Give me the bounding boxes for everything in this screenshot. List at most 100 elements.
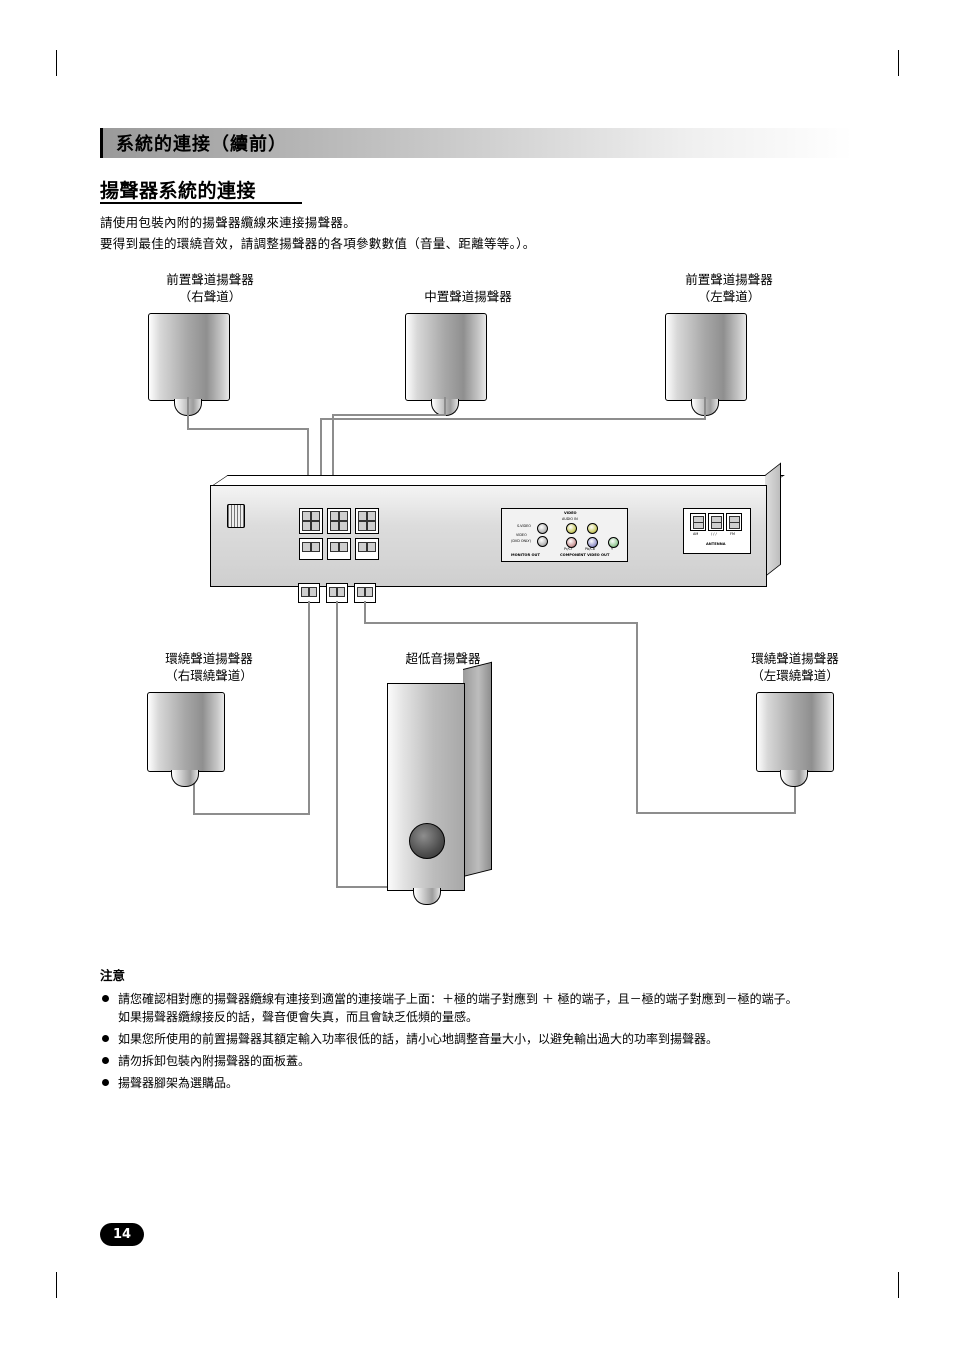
- note-item-1-text: 請您確認相對應的揚聲器纜線有連接到適當的連接端子上面：＋極的端子對應到 ＋ 極的…: [118, 992, 798, 1024]
- lower-terminal-stub-2: [326, 583, 348, 603]
- wire-center-drop: [332, 414, 334, 511]
- speaker-surround-left-body: [756, 692, 834, 772]
- wire-surround-left-down: [636, 622, 638, 814]
- wire-center-horizontal: [332, 414, 446, 416]
- crop-mark-bottom-left: [56, 1272, 57, 1298]
- note-item-4-text: 揚聲器腳架為選購品。: [118, 1076, 239, 1090]
- label-surround-right: 環繞聲道揚聲器 （右環繞聲道）: [134, 650, 284, 684]
- speaker-front-left-body: [665, 313, 747, 401]
- speaker-front-left: [665, 313, 747, 416]
- speaker-terminal-block-1: [299, 508, 323, 534]
- wire-front-right-vertical: [187, 397, 189, 429]
- terminal-slot: [329, 587, 337, 597]
- speaker-subwoofer: [387, 661, 497, 909]
- subwoofer-front-panel: [387, 683, 465, 891]
- subwoofer-foot: [413, 888, 441, 905]
- antenna-label: ANTENNA: [706, 542, 726, 546]
- antenna-fm-label: FM: [730, 532, 735, 536]
- antenna-am-label: AM: [693, 532, 699, 536]
- terminal-slot: [301, 587, 309, 597]
- terminal-slot: [367, 542, 376, 552]
- note-item-3-text: 請勿拆卸包裝內附揚聲器的面板蓋。: [118, 1054, 311, 1068]
- wire-center-vertical: [444, 397, 446, 415]
- bullet-icon: [102, 995, 109, 1002]
- page-header-bar: 系統的連接（續前）: [100, 128, 853, 158]
- terminal-slot: [693, 522, 704, 529]
- subwoofer-side-panel: [463, 661, 492, 877]
- speaker-center: [405, 313, 487, 416]
- speaker-terminal-block-3: [355, 508, 379, 534]
- terminal-slot: [367, 511, 376, 521]
- label-front-right-line1: 前置聲道揚聲器: [166, 272, 254, 287]
- antenna-terminal-panel: AM / / / FM ANTENNA: [683, 508, 751, 554]
- speaker-front-right-body: [148, 313, 230, 401]
- terminal-slot: [311, 521, 320, 531]
- speaker-surround-left: [756, 692, 834, 787]
- wire-surround-right-from-panel: [308, 601, 310, 814]
- y-label: Y: [611, 547, 614, 551]
- page-header-title: 系統的連接（續前）: [116, 134, 287, 155]
- label-front-left-line2: （左聲道）: [697, 289, 761, 304]
- page-number-badge: 14: [100, 1223, 144, 1246]
- antenna-terminal-am: [690, 513, 706, 531]
- section-title: 揚聲器系統的連接: [100, 180, 257, 202]
- label-subwoofer-line1: 超低音揚聲器: [405, 651, 481, 666]
- s-video-jack-label: VIDEO: [516, 533, 527, 537]
- speaker-terminal-block-2: [327, 508, 351, 534]
- pb-cb-label: Pb/Cb: [585, 547, 595, 551]
- speaker-center-body: [405, 313, 487, 401]
- note-item-4: 揚聲器腳架為選購品。: [100, 1074, 860, 1092]
- speaker-surround-right-body: [147, 692, 225, 772]
- av-jack-panel: VIDEO AUDIO IN S-VIDEO VIDEO (DVD ONLY) …: [501, 508, 628, 562]
- component-y-jack: [608, 537, 619, 548]
- component-video-out-label: COMPONENT VIDEO OUT: [560, 553, 610, 557]
- wire-surround-left-from-panel: [364, 601, 366, 624]
- monitor-out-label: MONITOR OUT: [511, 553, 540, 557]
- lower-terminal-stub-3: [354, 583, 376, 603]
- speaker-front-right: [148, 313, 230, 416]
- speaker-terminal-block-5: [327, 538, 351, 560]
- pr-cr-label: Pr/Cr: [564, 547, 573, 551]
- note-item-2-text: 如果您所使用的前置揚聲器其額定輸入功率很低的話，請小心地調整音量大小，以避免輸出…: [118, 1032, 719, 1046]
- terminal-slot: [330, 511, 339, 521]
- subwoofer-driver-cone: [409, 823, 445, 859]
- notes-section: 注意 請您確認相對應的揚聲器纜線有連接到適當的連接端子上面：＋極的端子對應到 ＋…: [100, 965, 860, 1096]
- s-video-label: S-VIDEO: [517, 524, 531, 528]
- antenna-terminal-fm: [726, 513, 742, 531]
- note-item-3: 請勿拆卸包裝內附揚聲器的面板蓋。: [100, 1052, 860, 1070]
- label-surround-right-line2: （右環繞聲道）: [165, 668, 253, 683]
- terminal-slot: [311, 542, 320, 552]
- wire-front-right-horizontal: [187, 428, 309, 430]
- terminal-slot: [711, 522, 722, 529]
- notes-heading: 注意: [100, 968, 126, 983]
- wire-front-left-vertical: [704, 397, 706, 419]
- wire-surround-left-to-speaker: [636, 812, 796, 814]
- dvd-only-label: (DVD ONLY): [511, 539, 531, 543]
- terminal-slot: [357, 587, 365, 597]
- terminal-slot: [330, 542, 339, 552]
- terminal-slot: [358, 521, 367, 531]
- terminal-slot: [339, 521, 348, 531]
- terminal-slot: [302, 542, 311, 552]
- wire-front-right-drop: [307, 428, 309, 511]
- label-front-left: 前置聲道揚聲器 （左聲道）: [654, 271, 804, 305]
- receiver-rear-panel: VIDEO AUDIO IN S-VIDEO VIDEO (DVD ONLY) …: [210, 462, 785, 587]
- receiver-fan-vent: [227, 504, 245, 528]
- label-front-right: 前置聲道揚聲器 （右聲道）: [135, 271, 285, 305]
- speaker-terminal-block-6: [355, 538, 379, 560]
- speaker-surround-left-foot: [780, 770, 808, 787]
- note-item-1: 請您確認相對應的揚聲器纜線有連接到適當的連接端子上面：＋極的端子對應到 ＋ 極的…: [100, 990, 860, 1026]
- audio-in-jack-right: [587, 523, 598, 534]
- label-center-line1: 中置聲道揚聲器: [424, 289, 512, 304]
- label-front-right-line2: （右聲道）: [178, 289, 242, 304]
- label-front-left-line1: 前置聲道揚聲器: [685, 272, 773, 287]
- component-pr-cr-jack: [566, 537, 577, 548]
- receiver-back-face: VIDEO AUDIO IN S-VIDEO VIDEO (DVD ONLY) …: [210, 485, 767, 587]
- crop-mark-top-right: [898, 50, 899, 76]
- terminal-slot: [330, 521, 339, 531]
- video-group-label: VIDEO: [564, 511, 577, 515]
- label-surround-left: 環繞聲道揚聲器 （左環繞聲道）: [720, 650, 870, 684]
- section-title-underline: [100, 202, 302, 204]
- speaker-connection-diagram: 前置聲道揚聲器 （右聲道） 中置聲道揚聲器 前置聲道揚聲器 （左聲道）: [100, 265, 854, 925]
- bullet-icon: [102, 1079, 109, 1086]
